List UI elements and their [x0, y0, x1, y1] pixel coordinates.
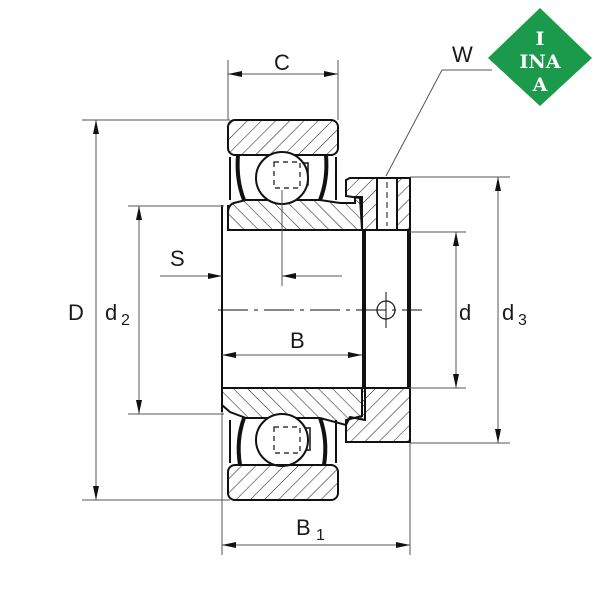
locking-collar-top	[345, 177, 411, 231]
outer-ring-top	[227, 119, 339, 156]
ina-logo: I INA A	[488, 8, 592, 106]
dimension-lines	[82, 60, 510, 555]
label-s: S	[170, 246, 185, 271]
label-w: W	[452, 42, 473, 67]
ball-bottom	[255, 413, 311, 467]
label-d2: d	[105, 300, 117, 325]
label-d2-subscript: 2	[121, 312, 130, 329]
bore-section	[218, 205, 422, 412]
label-b1-subscript: 1	[316, 527, 325, 544]
inner-ring-top	[227, 196, 363, 231]
label-d3-subscript: 3	[518, 312, 527, 329]
logo-text-top: I	[536, 28, 545, 50]
label-bore-d: d	[459, 300, 471, 325]
label-d3: d	[502, 300, 514, 325]
outer-ring-bottom	[227, 464, 339, 501]
ball-top	[255, 151, 309, 205]
logo-text-bottom: A	[532, 74, 548, 96]
logo-text-middle: INA	[520, 51, 561, 73]
seal-top	[229, 154, 337, 201]
label-b: B	[290, 328, 305, 353]
label-b1: B	[296, 515, 311, 540]
label-c: C	[274, 50, 290, 75]
label-outer-diameter: D	[68, 300, 84, 325]
seal-bottom	[229, 417, 337, 466]
